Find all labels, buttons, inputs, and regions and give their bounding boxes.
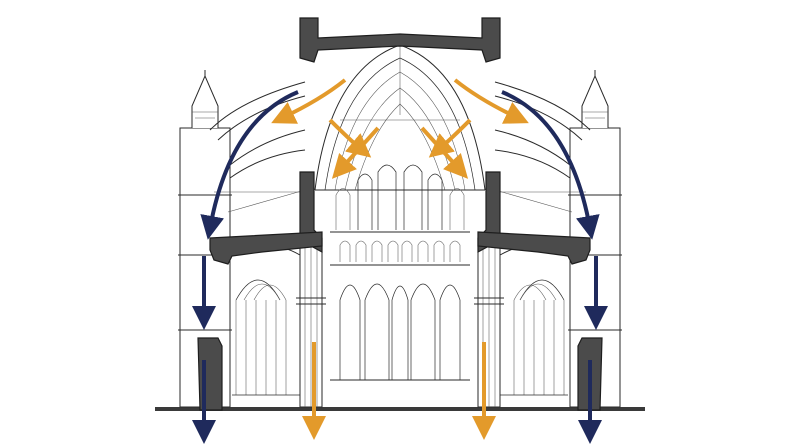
vault-thrust-upper-right — [453, 78, 529, 124]
clerestory-windows — [330, 164, 470, 233]
buttress-load-right-curve — [501, 90, 600, 240]
vault-thrust-upper-left — [271, 78, 347, 124]
flying-buttress-right — [494, 81, 591, 213]
nave-pier-left — [296, 234, 326, 408]
buttress-load-left-curve — [200, 90, 299, 240]
vault-thrust-inner-left-b — [331, 126, 380, 179]
nave-pier-right — [474, 234, 504, 408]
ground-line — [155, 407, 645, 411]
vault-thrust-inner-right-b — [420, 126, 469, 179]
section-cut-roof — [299, 17, 501, 63]
section-cut-aisle-roof-left — [209, 231, 323, 265]
aisle-left — [229, 244, 301, 396]
section-cut-aisle-roof-right — [477, 231, 591, 265]
aisle-right — [499, 244, 571, 396]
section-cut-wall-left — [197, 337, 223, 411]
section-cut-clerestory-right — [477, 171, 501, 254]
thrust-arrows — [271, 78, 529, 440]
flying-buttress-left — [209, 81, 306, 213]
triforium — [330, 240, 470, 266]
load-arrows — [192, 90, 608, 444]
nave-arcade — [330, 283, 470, 381]
